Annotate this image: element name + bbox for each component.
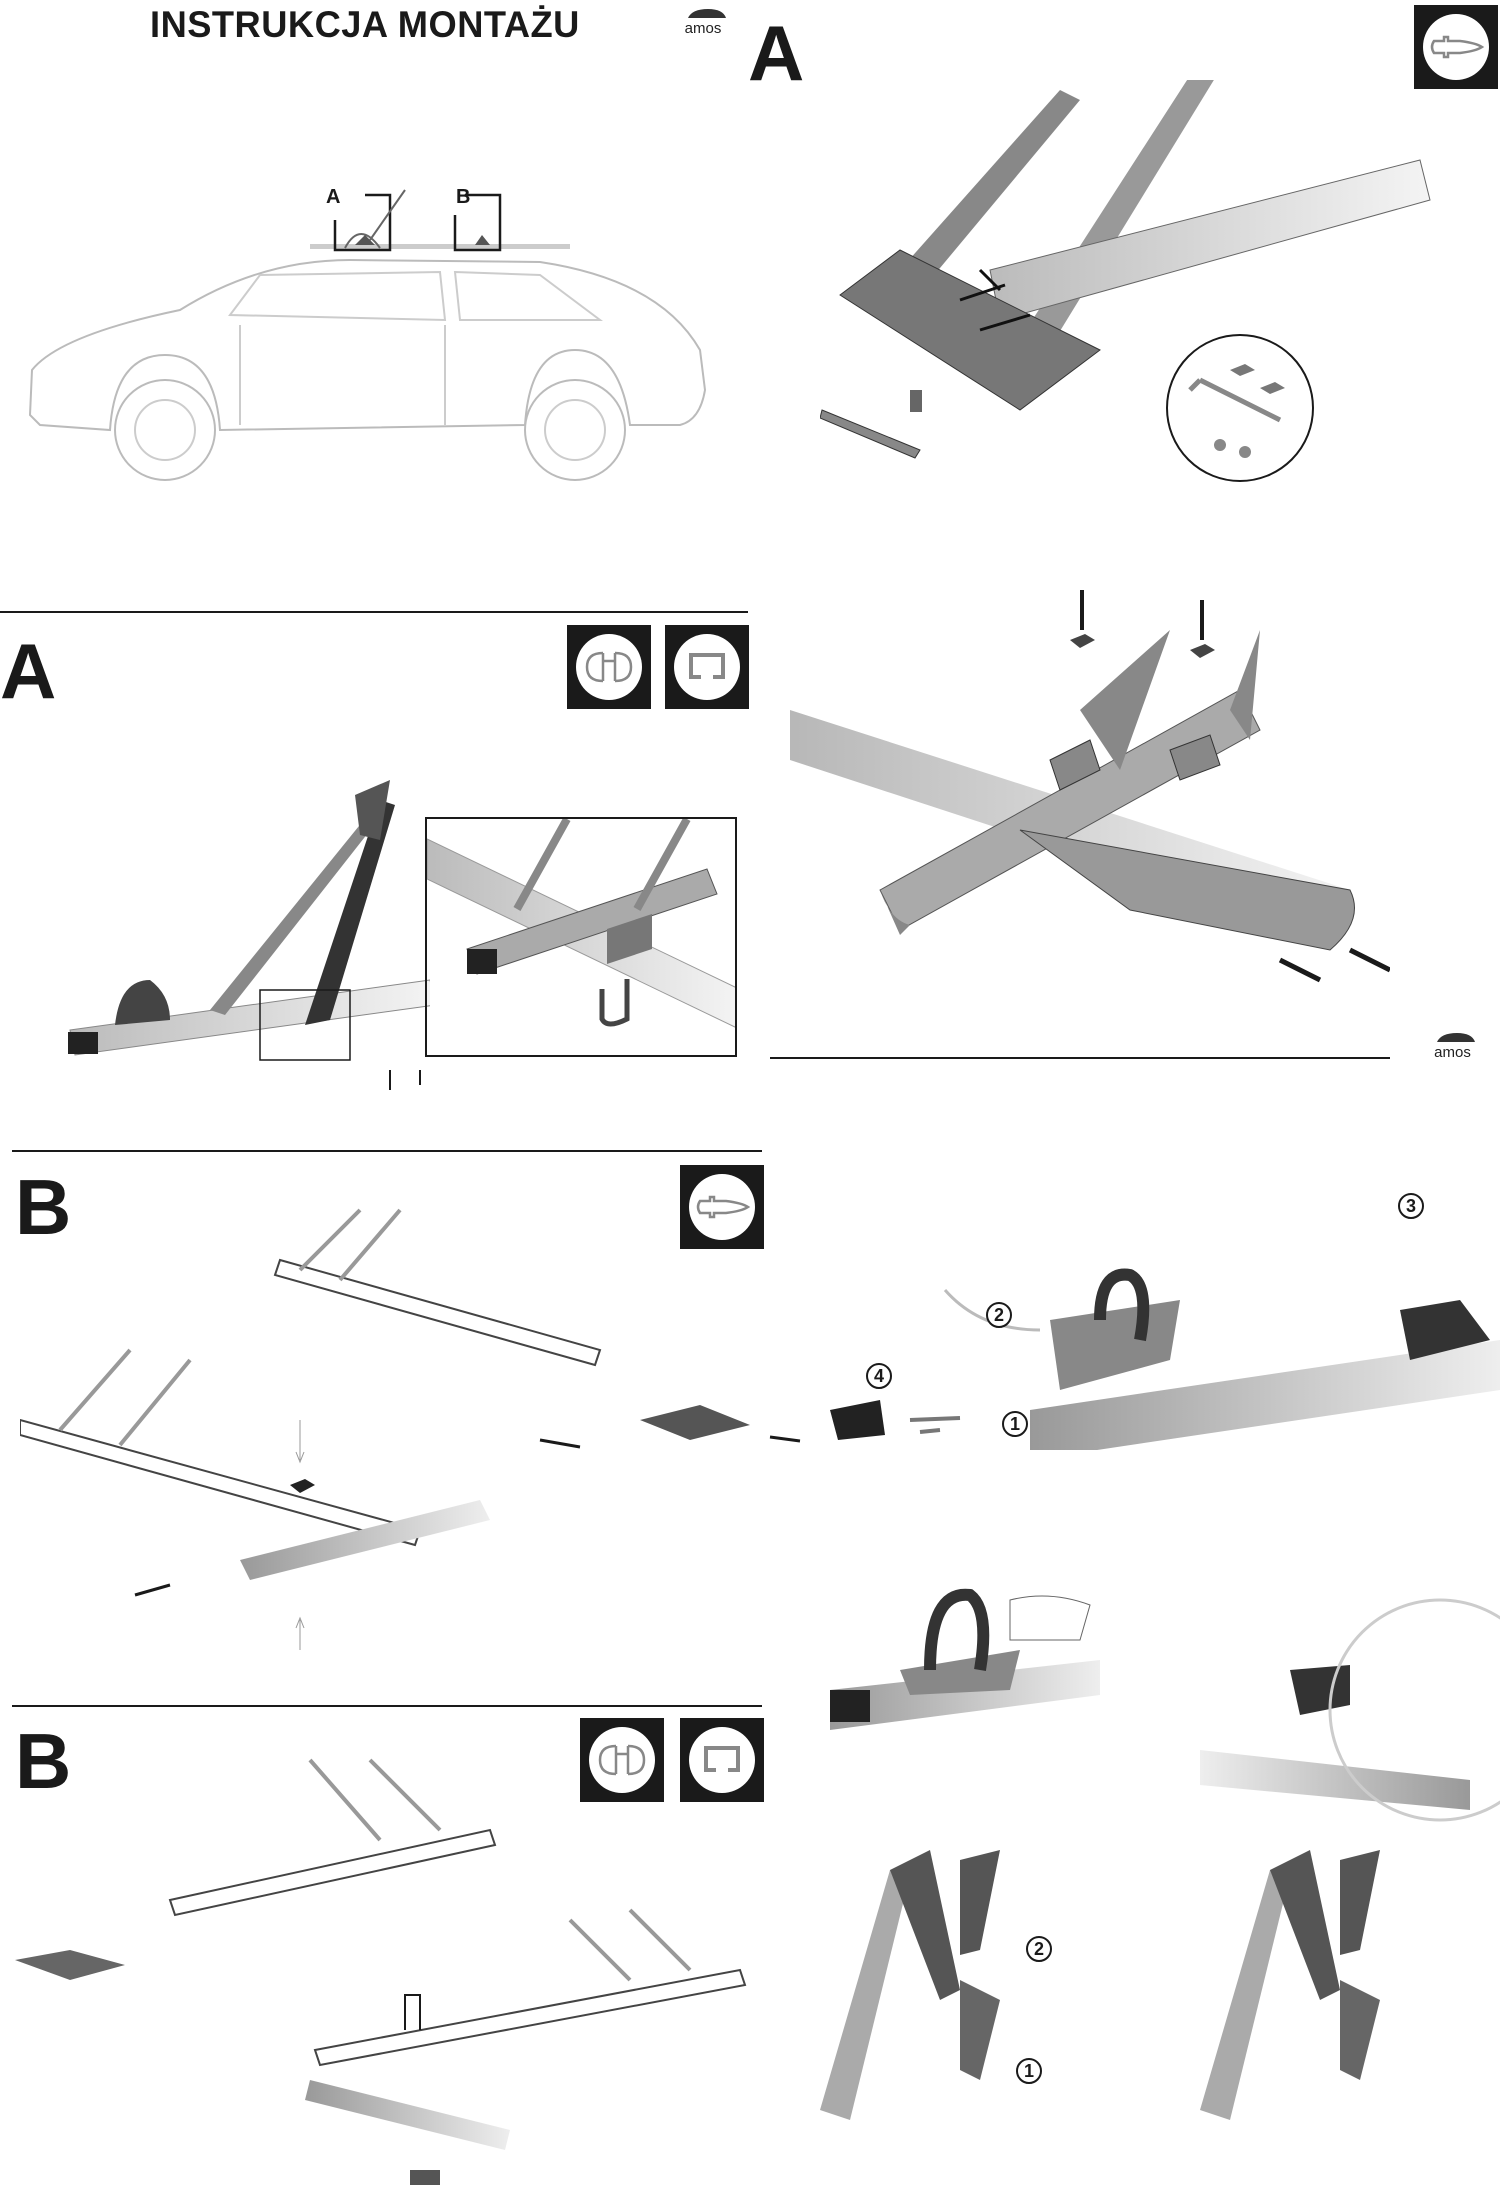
section-divider [770,1057,1390,1059]
step-4-marker: 4 [866,1363,892,1389]
oval-profile-icon [567,625,651,709]
fork-step-1-marker: 1 [1016,2058,1042,2084]
aero-bar-mount-illustration [820,80,1431,482]
section-divider [0,611,748,613]
car-logo-icon [688,9,726,18]
fork-clamp-illustration [820,1850,1380,2120]
brand-logo: amos [668,6,738,37]
car-label-b: B [456,186,471,208]
wheel-holder-illustration [769,1268,1500,1450]
section-divider [12,1150,762,1152]
car-logo-icon [1437,1033,1475,1042]
fork-step-2-marker: 2 [1026,1936,1052,1962]
section-letter: A [0,627,57,715]
step-2-marker: 2 [986,1302,1012,1328]
section-letter: B [15,1717,72,1805]
step-3-marker: 3 [1398,1193,1424,1219]
oval-profile-icon [580,1718,664,1802]
aero-bar-assembly-illustration [20,1208,750,1650]
aero-profile-icon [1414,5,1498,89]
bike-holder-oval-bar-illustration [68,780,430,1090]
strap-tightening-illustration [830,1588,1500,1822]
square-profile-icon [665,625,749,709]
clamp-detail-illustration [427,819,735,1028]
car-label-a: A [326,186,341,208]
page-title: INSTRUKCJA MONTAŻU [150,4,580,45]
step-1-marker: 1 [1002,1411,1028,1437]
oval-bar-assembly-illustration [15,1758,747,2185]
section-letter: B [15,1163,72,1251]
aero-profile-icon [680,1165,764,1249]
square-profile-icon [680,1718,764,1802]
aero-bar-cross-mount-illustration [790,590,1390,983]
section-divider [12,1705,762,1707]
detail-inset-frame [425,817,737,1057]
footer-brand-logo: amos [1415,1030,1490,1061]
car-overview-illustration [28,189,707,481]
section-letter: A [748,9,805,97]
